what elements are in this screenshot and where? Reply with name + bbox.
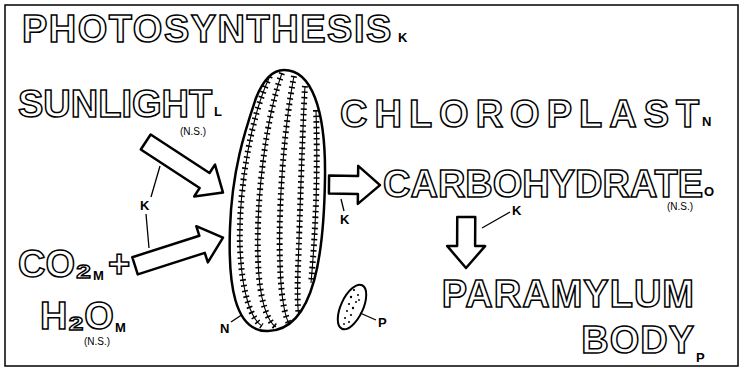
edge-label: K	[340, 213, 349, 226]
subscript-letter: O	[704, 185, 714, 198]
node-text: SUNLIGHT	[18, 85, 212, 123]
subscript-letter: M	[93, 269, 104, 282]
chloroplast-outline	[230, 70, 325, 331]
block-arrow	[329, 166, 380, 204]
edge-label: K	[512, 204, 521, 217]
diagram-title: PHOTOSYNTHESIS	[22, 10, 393, 48]
callout-letter: N	[220, 322, 229, 335]
chloroplast-fill	[230, 70, 325, 331]
thylakoid-line	[240, 76, 270, 326]
note-text: (N.S.)	[667, 202, 693, 212]
note-text: (N.S.)	[84, 337, 110, 347]
paramylum-dots	[343, 289, 360, 325]
node-text: H₂O	[40, 297, 114, 335]
block-arrow	[447, 217, 485, 268]
node-heading: CHLOROPLAST	[340, 95, 706, 133]
callout-letter: K	[140, 199, 149, 212]
paramylum-outline	[332, 281, 372, 334]
leader-line	[482, 212, 510, 228]
note-text: (N.S.)	[180, 127, 206, 137]
granum-stack	[311, 110, 317, 283]
subscript-letter: P	[696, 351, 705, 364]
leader-line	[151, 166, 160, 197]
node-text: CO₂	[18, 245, 92, 283]
input-text: CO₂M+H₂OM(N.S.)	[18, 245, 132, 349]
chloroplast-node: CHLOROPLASTN	[226, 68, 326, 333]
thylakoid-line	[311, 110, 317, 283]
subscript-letter: N	[702, 115, 711, 128]
subscript-letter: K	[398, 31, 407, 44]
node-text: CARBOHYDRATE	[383, 165, 703, 203]
node-text: PARAMYLUM BODY	[430, 271, 695, 363]
block-arrow	[141, 134, 223, 196]
plus-sign: +	[108, 245, 130, 283]
paramylum-body-drawing	[332, 281, 372, 334]
granum-stack	[298, 86, 305, 320]
input-text: SUNLIGHTL (N.S.)	[18, 85, 224, 139]
frame	[5, 5, 738, 366]
granum-stack	[240, 76, 270, 326]
product-text: CARBOHYDRATEO (N.S.)	[383, 165, 716, 214]
leader-line	[146, 214, 149, 248]
subscript-letter: L	[214, 105, 222, 118]
callout-letter: P	[378, 316, 387, 329]
thylakoid-line	[298, 86, 305, 320]
block-arrow	[132, 226, 223, 274]
granum-stack	[280, 76, 294, 325]
thylakoid-line	[280, 76, 294, 325]
subscript-letter: M	[115, 321, 126, 334]
leader-line	[360, 313, 376, 320]
leader-line	[341, 199, 344, 211]
chloroplast-drawing	[226, 68, 326, 333]
product-text: PARAMYLUM BODYP	[430, 271, 707, 366]
